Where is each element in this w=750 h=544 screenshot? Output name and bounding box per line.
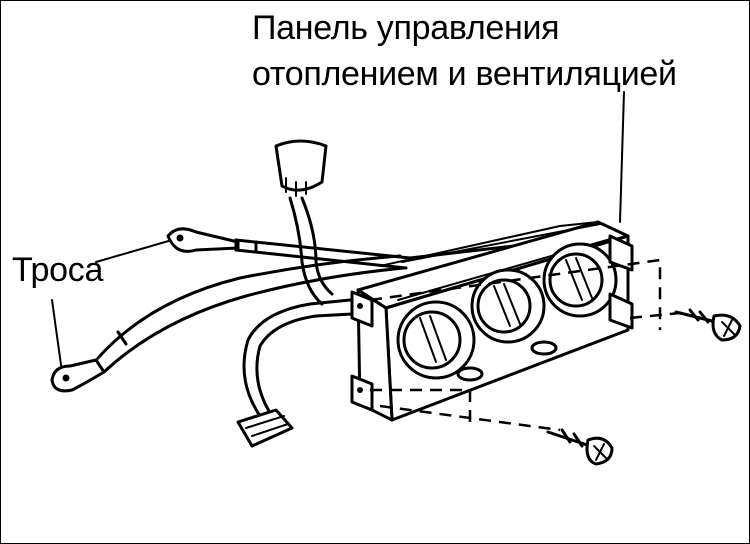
panel-leader-line [619,91,625,223]
cables-label: Троса [12,251,104,289]
right-bracket [608,234,634,330]
left-bracket [350,290,374,412]
right-screw [674,308,742,342]
control-panel [350,220,634,422]
panel-title-line-2: отоплением и вентиляцией [252,55,677,93]
lower-connector [236,298,354,448]
knob-fan [470,268,546,344]
panel-title-line-1: Панель управления [252,9,560,47]
knob-temperature [396,300,476,380]
upper-connector [274,139,334,306]
cables-leader-lines [51,239,173,373]
lower-cable [50,254,406,393]
knob-air-distribution [542,242,618,318]
lower-screw [546,428,614,466]
